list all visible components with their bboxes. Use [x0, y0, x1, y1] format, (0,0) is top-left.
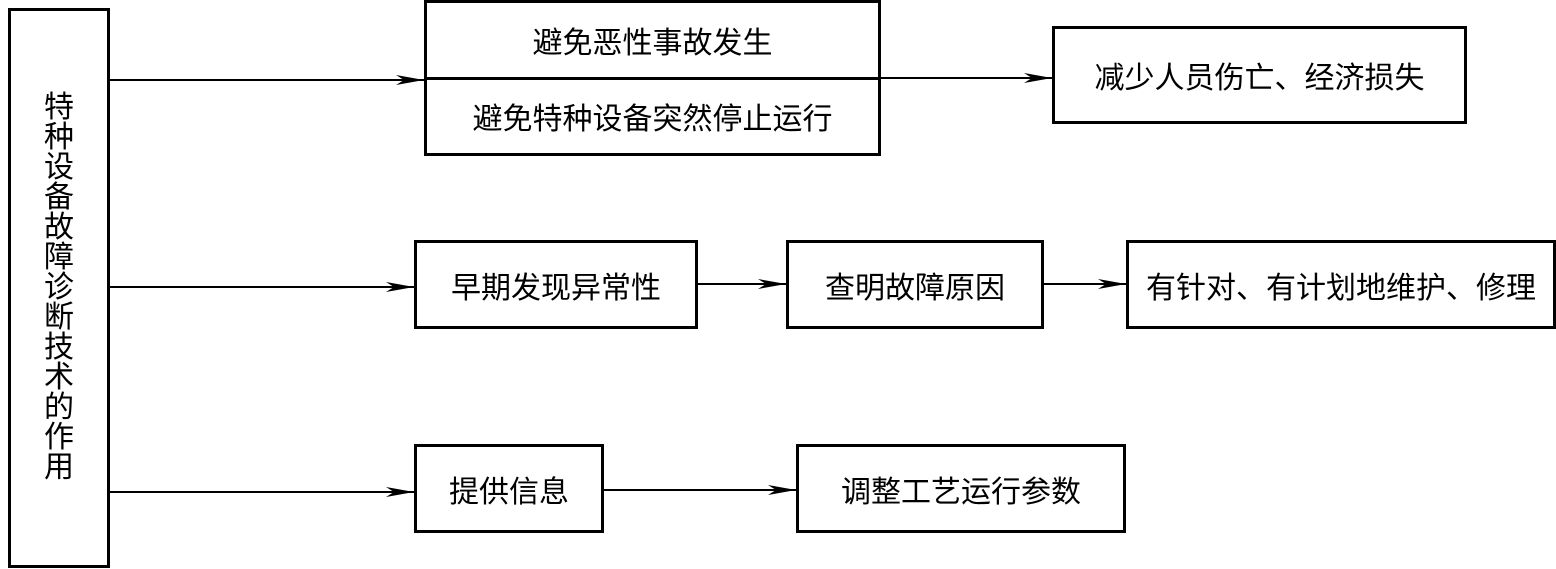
adjust-parameters-box: 调整工艺运行参数: [796, 444, 1126, 533]
root-char: 作: [44, 420, 74, 455]
root-box: 特 种 设 备 故 障 诊 断 技 术 的 作 用: [8, 8, 110, 568]
root-char: 技: [44, 330, 74, 365]
root-char: 术: [44, 360, 74, 395]
early-detection-label: 早期发现异常性: [451, 270, 661, 306]
reduce-losses-label: 减少人员伤亡、经济损失: [1094, 61, 1425, 96]
provide-info-label: 提供信息: [449, 474, 569, 510]
adjust-parameters-label: 调整工艺运行参数: [841, 474, 1081, 510]
identify-cause-box: 查明故障原因: [786, 240, 1044, 329]
root-char: 种: [44, 120, 74, 155]
identify-cause-label: 查明故障原因: [825, 270, 1005, 306]
root-char: 断: [44, 300, 74, 335]
avoid-accidents-label: 避免恶性事故发生: [427, 3, 878, 80]
avoid-accidents-box: 避免恶性事故发生 避免特种设备突然停止运行: [424, 0, 881, 156]
reduce-losses-box: 减少人员伤亡、经济损失: [1052, 26, 1467, 124]
provide-info-box: 提供信息: [414, 444, 604, 533]
root-char: 故: [44, 210, 74, 245]
root-char: 备: [44, 180, 74, 215]
root-char: 诊: [44, 270, 74, 305]
root-char: 用: [44, 450, 74, 485]
early-detection-box: 早期发现异常性: [414, 240, 698, 329]
root-char: 障: [44, 240, 74, 275]
root-char: 的: [44, 390, 74, 425]
root-char: 设: [44, 150, 74, 185]
avoid-sudden-stop-label: 避免特种设备突然停止运行: [472, 102, 833, 138]
root-char: 特: [44, 90, 74, 125]
planned-maintenance-box: 有针对、有计划地维护、修理: [1126, 240, 1556, 329]
planned-maintenance-label: 有针对、有计划地维护、修理: [1146, 270, 1536, 306]
